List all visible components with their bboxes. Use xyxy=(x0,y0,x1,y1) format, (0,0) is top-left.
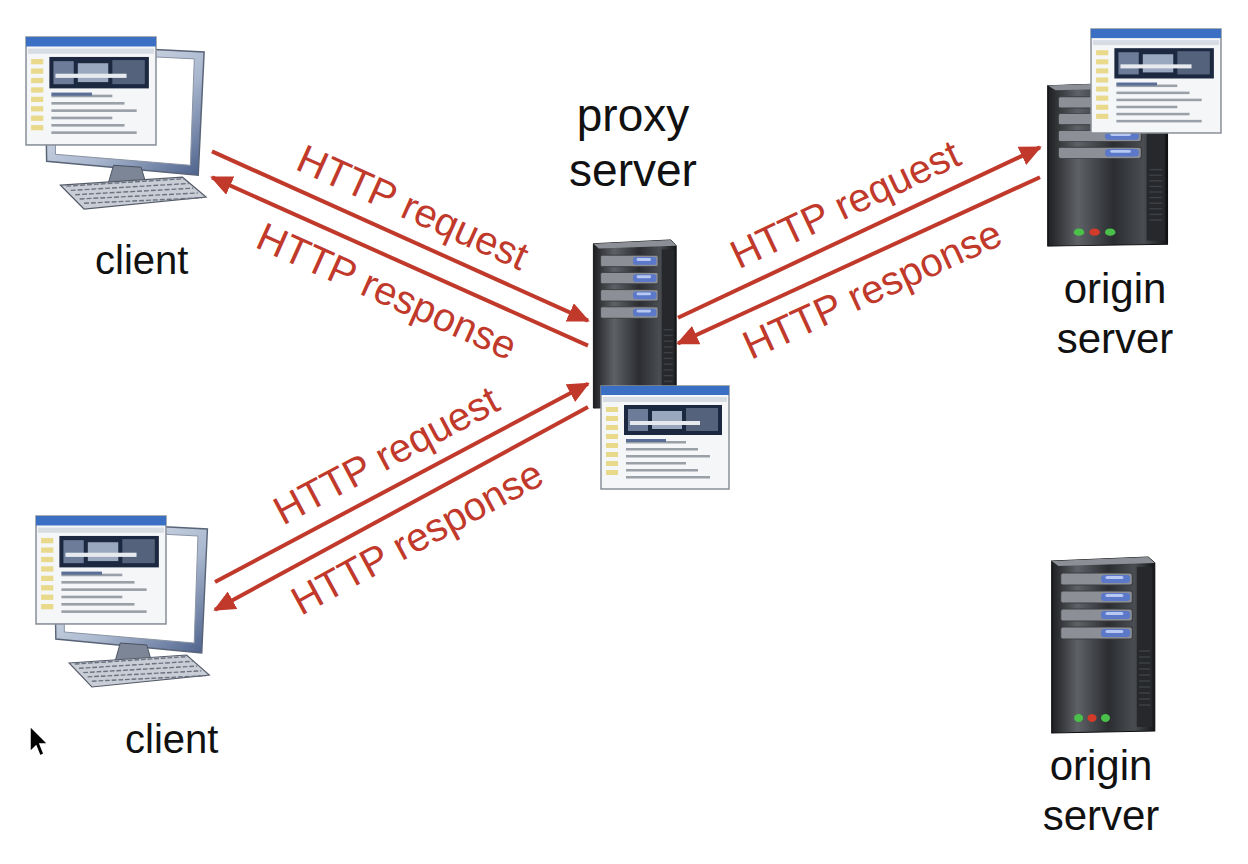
web-page-icon xyxy=(600,385,730,490)
node-label: origin server xyxy=(1040,264,1190,365)
server-node: proxy server xyxy=(588,238,678,410)
node-label: client xyxy=(95,236,265,284)
server-tower-icon xyxy=(588,238,678,410)
web-page-icon xyxy=(25,36,157,146)
web-page-icon xyxy=(25,36,157,146)
node-label: proxy server xyxy=(518,88,748,198)
web-page-icon xyxy=(1090,28,1222,134)
server-node: origin server xyxy=(1040,28,1222,248)
server-node: origin server xyxy=(1045,555,1157,735)
client-computer: client xyxy=(25,38,212,212)
node-label: origin server xyxy=(1031,741,1171,842)
web-page-icon xyxy=(1090,28,1222,134)
mouse-cursor xyxy=(28,724,52,758)
node-label: client xyxy=(125,715,295,763)
web-page-icon xyxy=(600,385,730,490)
server-tower-icon xyxy=(1045,555,1157,735)
web-page-icon xyxy=(35,515,167,625)
client-computer: client xyxy=(35,515,215,690)
web-page-icon xyxy=(35,515,167,625)
